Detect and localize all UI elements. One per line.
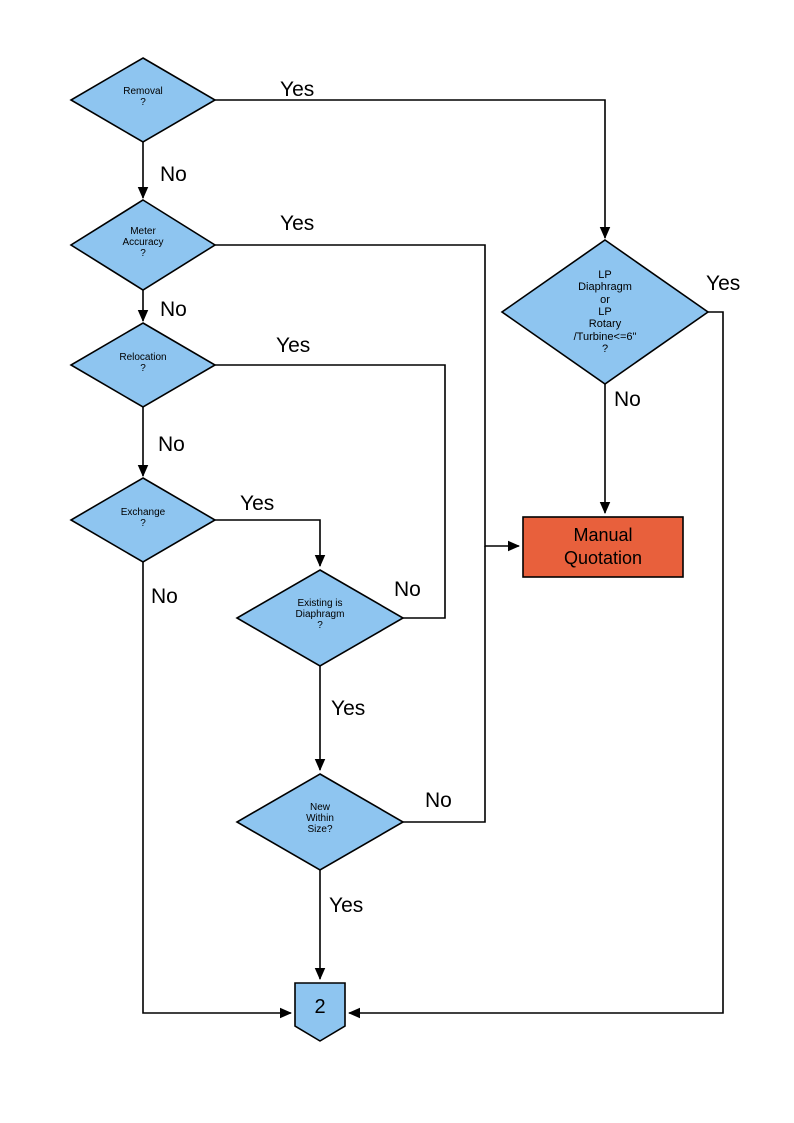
node-removal[interactable] [69,57,217,143]
node-exchange[interactable] [69,477,217,563]
edge-label-meter-accuracy-yes: Yes [280,212,315,235]
edge-removal-yes [215,99,611,239]
edge-label-relocation-no: No [158,433,185,456]
edge-label-existing-yes: Yes [331,697,366,720]
edge-size-no [403,546,486,823]
node-new-within-size[interactable] [235,773,405,871]
edge-lp-yes [348,311,724,1019]
edge-label-size-no: No [425,789,452,812]
edge-label-meter-accuracy-no: No [160,298,187,321]
edge-label-exchange-no: No [151,585,178,608]
edge-label-removal-yes: Yes [280,78,315,101]
edge-relocation-yes [215,364,446,546]
edge-label-exchange-yes: Yes [240,492,275,515]
node-meter-accuracy[interactable] [69,199,217,291]
edge-label-relocation-yes: Yes [276,334,311,357]
edge-label-existing-no: No [394,578,421,601]
edge-exchange-no [142,562,292,1019]
edge-label-lp-no: No [614,388,641,411]
node-existing-is-diaphragm[interactable] [235,569,405,667]
edge-label-removal-no: No [160,163,187,186]
edge-label-size-yes: Yes [329,894,364,917]
edge-exchange-yes [215,519,326,567]
node-relocation[interactable] [69,322,217,408]
edge-existing-no [403,546,446,619]
node-connector-2[interactable] [294,982,346,1042]
edge-label-lp-yes: Yes [706,272,741,295]
edge-meter-accuracy-yes [215,244,520,552]
node-lp-diaphragm-or-lp-rotary[interactable] [500,239,710,385]
node-manual-quotation[interactable] [522,516,684,578]
